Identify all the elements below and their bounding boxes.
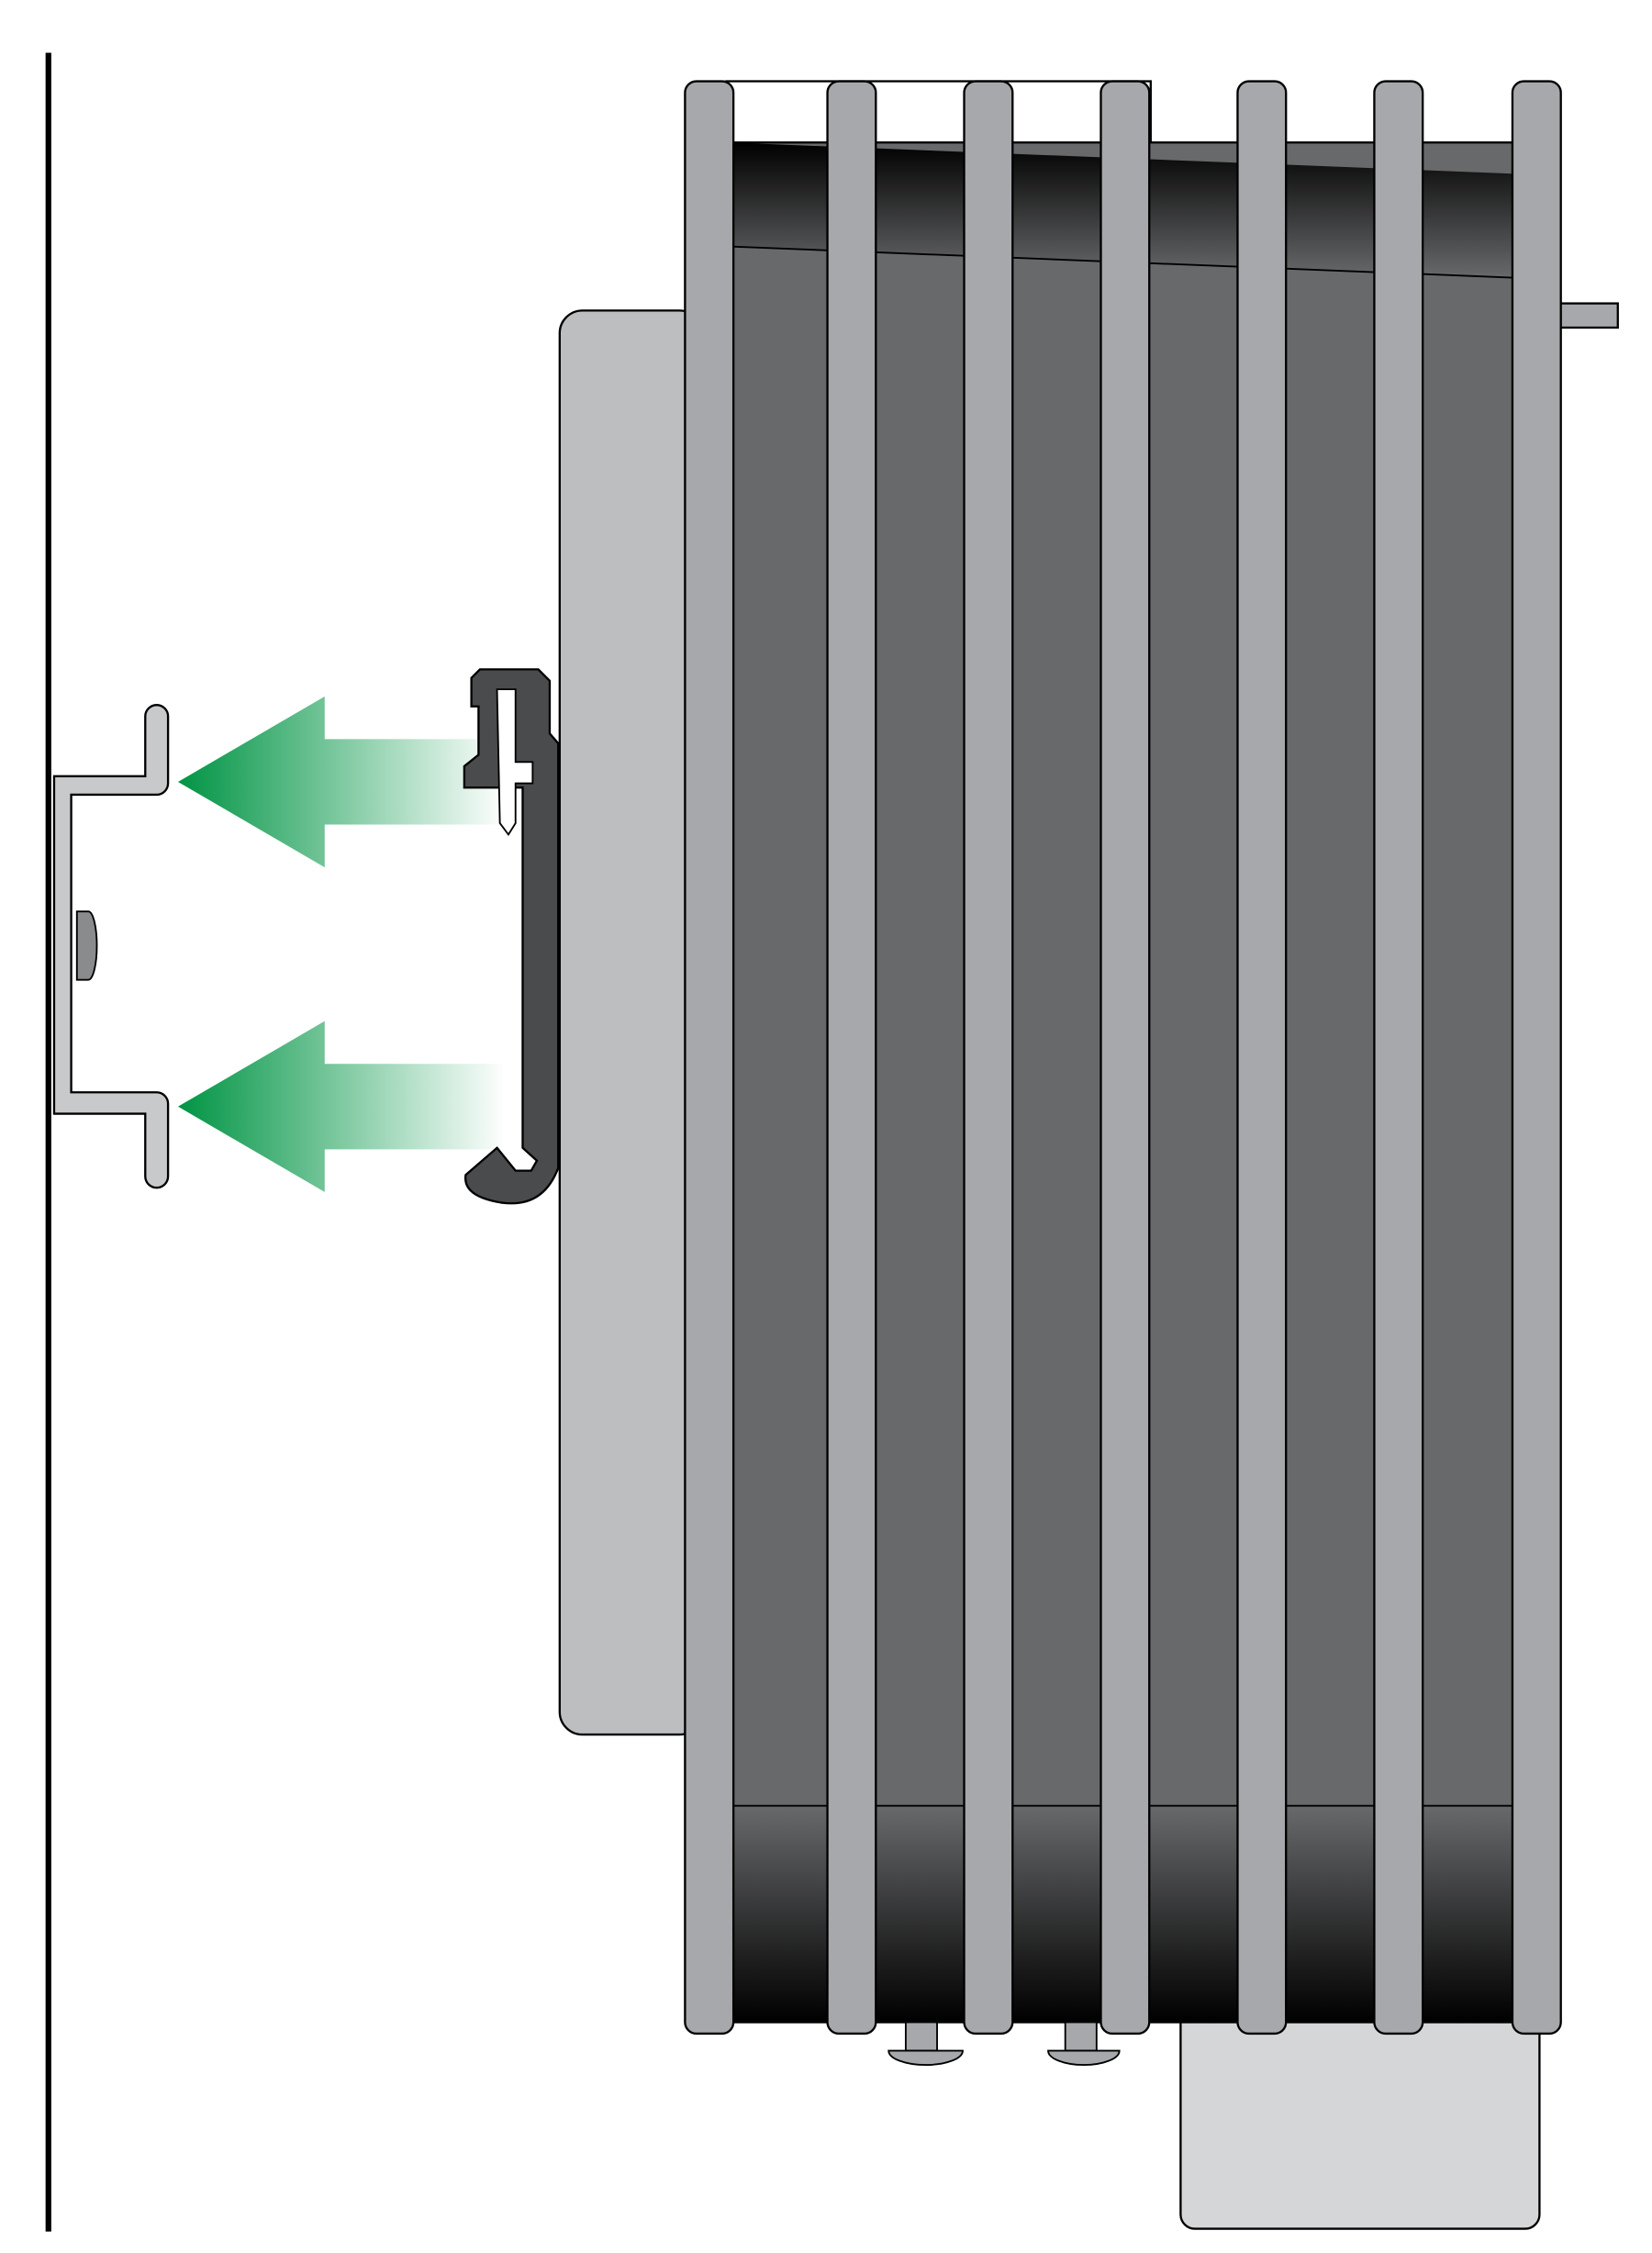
rail-screw-icon (75, 910, 98, 981)
heatsink-fins (684, 80, 1562, 2036)
terminal-screw-2-icon (1047, 2021, 1121, 2067)
fin-5 (1236, 80, 1288, 2036)
arrow-upper-icon (177, 696, 506, 868)
terminal-screw-1-icon (887, 2021, 964, 2067)
fin-6 (1373, 80, 1424, 2036)
top-frame (725, 80, 1152, 154)
bottom-plate (1179, 2006, 1541, 2230)
fin-3 (963, 80, 1014, 2036)
back-plate (558, 309, 704, 1736)
fin-4 (1099, 80, 1151, 2036)
arrow-lower-icon (177, 1021, 506, 1192)
clip-latch-pin (496, 688, 534, 837)
side-stub (1551, 302, 1619, 329)
fin-1 (684, 80, 735, 2036)
fin-2 (826, 80, 877, 2036)
din-rail (52, 704, 170, 1189)
fin-7 (1511, 80, 1562, 2036)
